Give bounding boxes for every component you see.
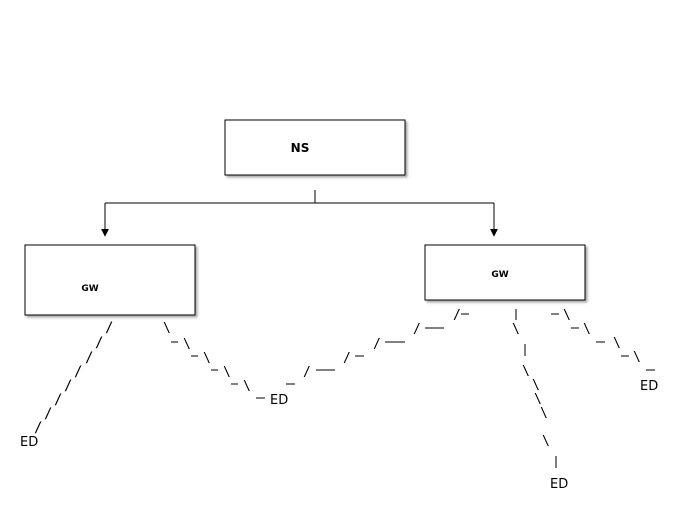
- link-glyph: \: [522, 364, 530, 379]
- link-glyph: /: [343, 351, 351, 366]
- network-server-label: NS: [291, 141, 310, 155]
- link-glyph: \: [223, 365, 231, 380]
- left-gateway-box: [24, 244, 196, 316]
- link-dashes-left-middle: [171, 341, 265, 399]
- link-dashes-right-right: [551, 313, 655, 371]
- link-glyph: \: [613, 336, 621, 351]
- link-dashes-right-middle: [286, 313, 469, 385]
- network-server-node: NS: [224, 119, 406, 176]
- link-glyph: \: [203, 351, 211, 366]
- link-right-gw-to-ed-4: \ \ \ \: [563, 308, 641, 365]
- link-glyph: \: [512, 322, 520, 337]
- link-glyph: \: [532, 378, 540, 393]
- right-gateway-label: GW: [491, 270, 508, 280]
- link-glyph: /: [453, 308, 461, 323]
- link-right-gw-to-ed-2: / / / / /: [303, 308, 461, 380]
- link-glyph: \: [163, 321, 171, 336]
- right-gateway-node: GW: [424, 244, 586, 301]
- end-device-label: ED: [20, 435, 38, 450]
- link-glyph: /: [413, 322, 421, 337]
- network-server-box: [224, 119, 406, 176]
- link-left-gw-to-ed-2: \ \ \ \ \: [163, 321, 251, 394]
- end-device-label: ED: [270, 393, 288, 408]
- link-glyph: \: [563, 308, 571, 323]
- ns-to-gateways-connector: [101, 190, 498, 237]
- link-glyph: \: [243, 379, 251, 394]
- link-glyph: /: [303, 365, 311, 380]
- link-glyph: /: [74, 364, 82, 380]
- link-left-gw-to-ed-1: / / / / / / / /: [34, 320, 113, 436]
- link-glyph: /: [373, 337, 381, 352]
- link-glyph: /: [34, 420, 42, 436]
- link-glyph: \: [633, 350, 641, 365]
- link-glyph: \: [183, 337, 191, 352]
- left-gateway-node: GW: [24, 244, 196, 316]
- link-right-gw-to-ed-3: [515, 309, 557, 468]
- link-glyph: /: [85, 350, 93, 366]
- end-device-label: ED: [550, 477, 568, 492]
- link-glyph: /: [64, 378, 72, 394]
- link-glyph: /: [95, 335, 103, 351]
- right-gateway-box: [424, 244, 586, 301]
- end-device-label: ED: [640, 379, 658, 394]
- link-glyph: \: [534, 392, 542, 407]
- link-glyph: \: [542, 434, 550, 449]
- link-glyph: \: [583, 322, 591, 337]
- left-gateway-label: GW: [81, 284, 98, 294]
- link-right-gw-to-ed-3-glyphs: \ \ \ \ \ \: [512, 322, 550, 449]
- link-glyph: /: [44, 406, 52, 422]
- link-glyph: /: [105, 320, 113, 336]
- link-glyph: /: [54, 392, 62, 408]
- link-glyph: \: [540, 406, 548, 421]
